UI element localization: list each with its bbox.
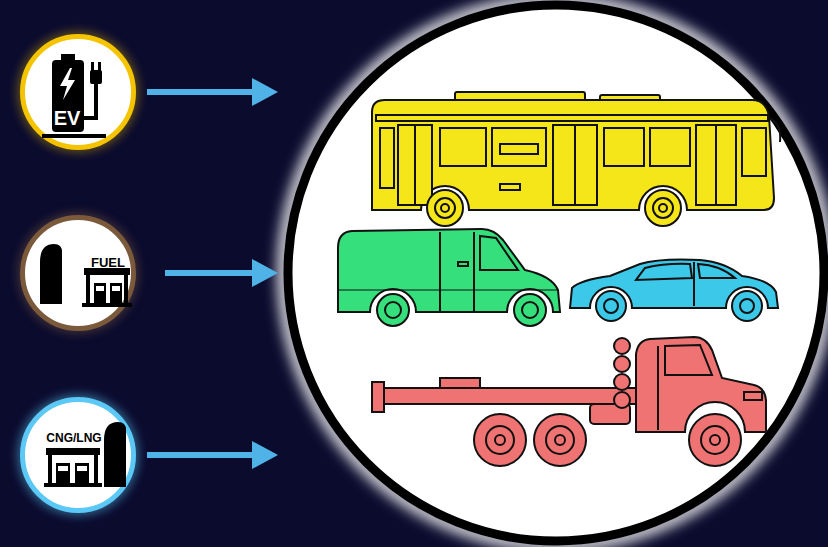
arrow-head — [252, 78, 278, 106]
fuel-symbol — [40, 244, 132, 307]
arrow-head — [252, 441, 278, 469]
arrow-head — [252, 259, 278, 287]
circle-glow — [284, 1, 828, 545]
ev-symbol — [42, 54, 106, 138]
vehicle-circle — [288, 5, 824, 541]
gas-symbol — [44, 422, 126, 487]
van — [338, 229, 560, 326]
icon-circle: EV — [20, 34, 136, 150]
icon-label: EV — [54, 108, 81, 128]
icon-label: CNG/LNG — [46, 432, 101, 444]
icon-circle: FUEL — [20, 215, 136, 331]
icon-circle: CNG/LNG — [20, 397, 136, 513]
arrow-shaft — [165, 270, 255, 276]
arrow-shaft — [147, 452, 255, 458]
bus — [372, 92, 780, 226]
arrows — [147, 78, 278, 469]
sedan — [570, 260, 778, 322]
icon-label: FUEL — [91, 256, 125, 269]
arrow-shaft — [147, 89, 255, 95]
truck — [372, 337, 766, 466]
